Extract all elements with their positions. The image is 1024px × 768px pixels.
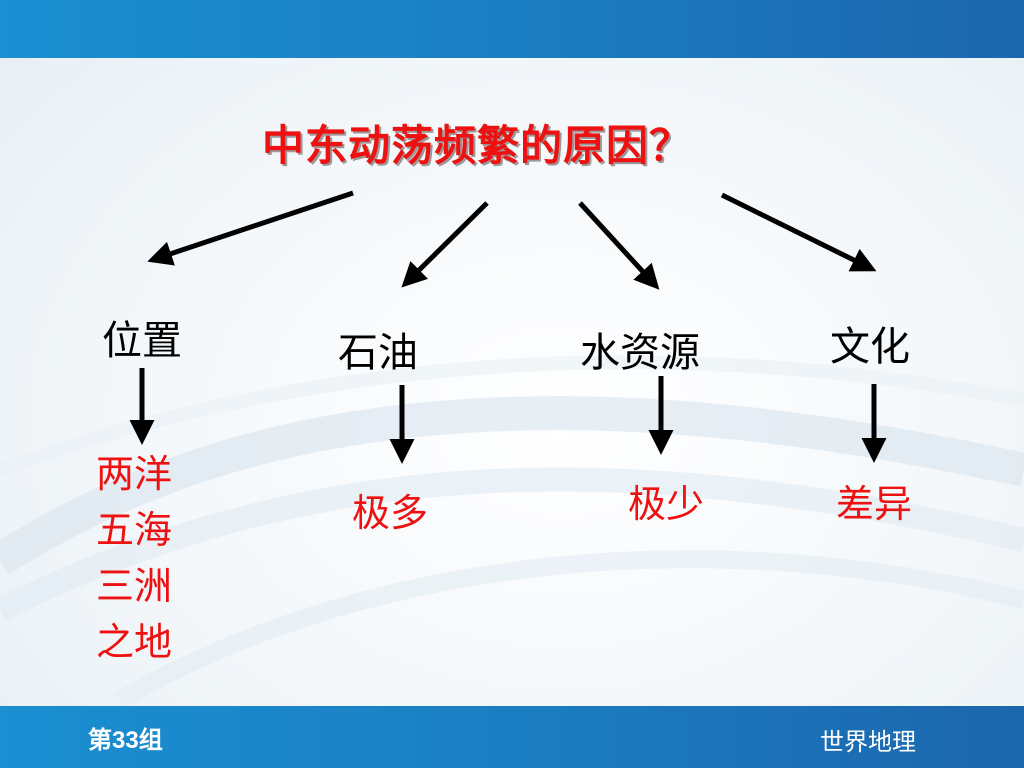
result-location: 两洋 五海 三洲 之地 (96, 446, 172, 670)
top-band (0, 0, 1024, 58)
arrow-to-culture (720, 192, 877, 272)
result-culture: 差异 (836, 482, 913, 526)
diagram-title: 中东动荡频繁的原因？ (262, 121, 693, 170)
arrow-to-oil (401, 201, 489, 288)
footer-course-label: 世界地理 (820, 728, 916, 756)
cause-culture: 文化 (830, 324, 910, 370)
result-location-line: 两洋 (96, 452, 173, 496)
result-location-line: 之地 (96, 620, 173, 664)
arrow-to-water (578, 201, 660, 290)
cause-location: 位置 (102, 318, 182, 364)
result-location-line: 三洲 (96, 564, 173, 608)
cause-oil: 石油 (338, 330, 418, 376)
arrow-to-location (147, 190, 354, 266)
result-oil: 极多 (352, 491, 429, 535)
cause-water: 水资源 (580, 330, 700, 376)
result-water: 极少 (628, 482, 705, 526)
bottom-band (0, 706, 1024, 768)
footer-group-label: 第33组 (88, 727, 163, 754)
result-location-line: 五海 (96, 508, 173, 552)
